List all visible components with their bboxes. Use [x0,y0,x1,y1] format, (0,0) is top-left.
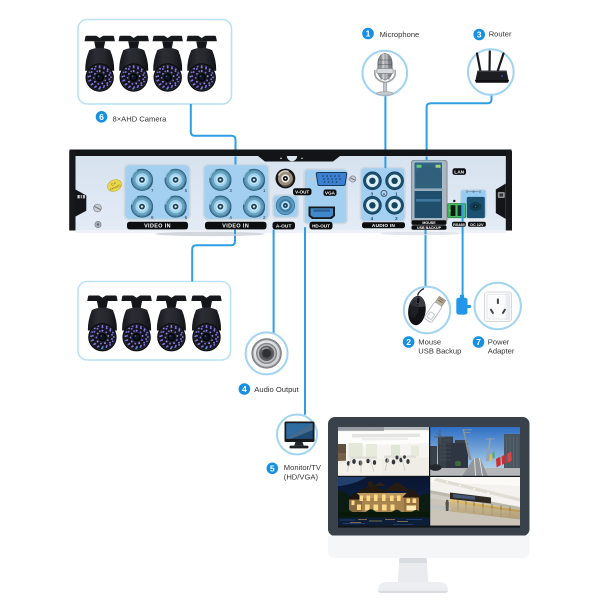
svg-text:4: 4 [229,215,232,220]
svg-text:3: 3 [371,192,374,197]
svg-text:+: + [449,209,451,213]
svg-text:Monitor/TV: Monitor/TV [284,463,322,472]
svg-text:7: 7 [476,337,481,347]
svg-text:3: 3 [477,30,482,40]
svg-text:PASSED: PASSED [109,183,121,191]
svg-text:USB BACKUP: USB BACKUP [417,226,442,230]
svg-text:6: 6 [99,112,104,122]
svg-text:3: 3 [229,188,232,193]
svg-text:USB Backup: USB Backup [418,347,461,356]
svg-text:2: 2 [395,216,398,221]
svg-text:Audio Output: Audio Output [254,385,299,394]
svg-text:2: 2 [406,337,411,347]
svg-text:(HD/VGA): (HD/VGA) [284,473,319,482]
svg-text:V-OUT: V-OUT [295,190,309,195]
svg-text:LAN: LAN [454,170,464,176]
svg-text:VGA: VGA [325,191,336,196]
svg-text:6: 6 [185,215,188,220]
svg-text:Power: Power [488,337,510,346]
svg-text:4: 4 [371,216,374,221]
svg-text:RS485: RS485 [453,223,465,227]
svg-text:8×AHD Camera: 8×AHD Camera [113,114,168,123]
svg-text:VIDEO IN: VIDEO IN [222,224,249,230]
svg-text:5: 5 [185,188,188,193]
svg-text:1: 1 [395,192,398,197]
svg-text:4: 4 [242,384,247,394]
svg-text:A: A [383,191,386,196]
svg-text:HD-OUT: HD-OUT [312,224,330,229]
svg-text:Router: Router [489,30,512,39]
svg-text:1: 1 [263,188,266,193]
svg-text:Q.C: Q.C [110,180,117,186]
svg-text:Mouse: Mouse [418,337,441,346]
svg-text:AUDIO IN: AUDIO IN [372,223,396,229]
svg-text:5: 5 [270,463,275,473]
svg-text:MOUSE: MOUSE [422,221,436,225]
svg-text:Microphone: Microphone [380,30,420,39]
svg-text:2: 2 [263,215,266,220]
svg-text:1: 1 [366,29,371,39]
svg-text:VIDEO IN: VIDEO IN [144,224,171,230]
svg-text:7: 7 [151,188,154,193]
svg-text:8: 8 [151,215,154,220]
svg-text:Adapter: Adapter [488,347,515,356]
svg-text:DC 12V: DC 12V [470,223,484,227]
svg-text:A-OUT: A-OUT [276,224,292,230]
